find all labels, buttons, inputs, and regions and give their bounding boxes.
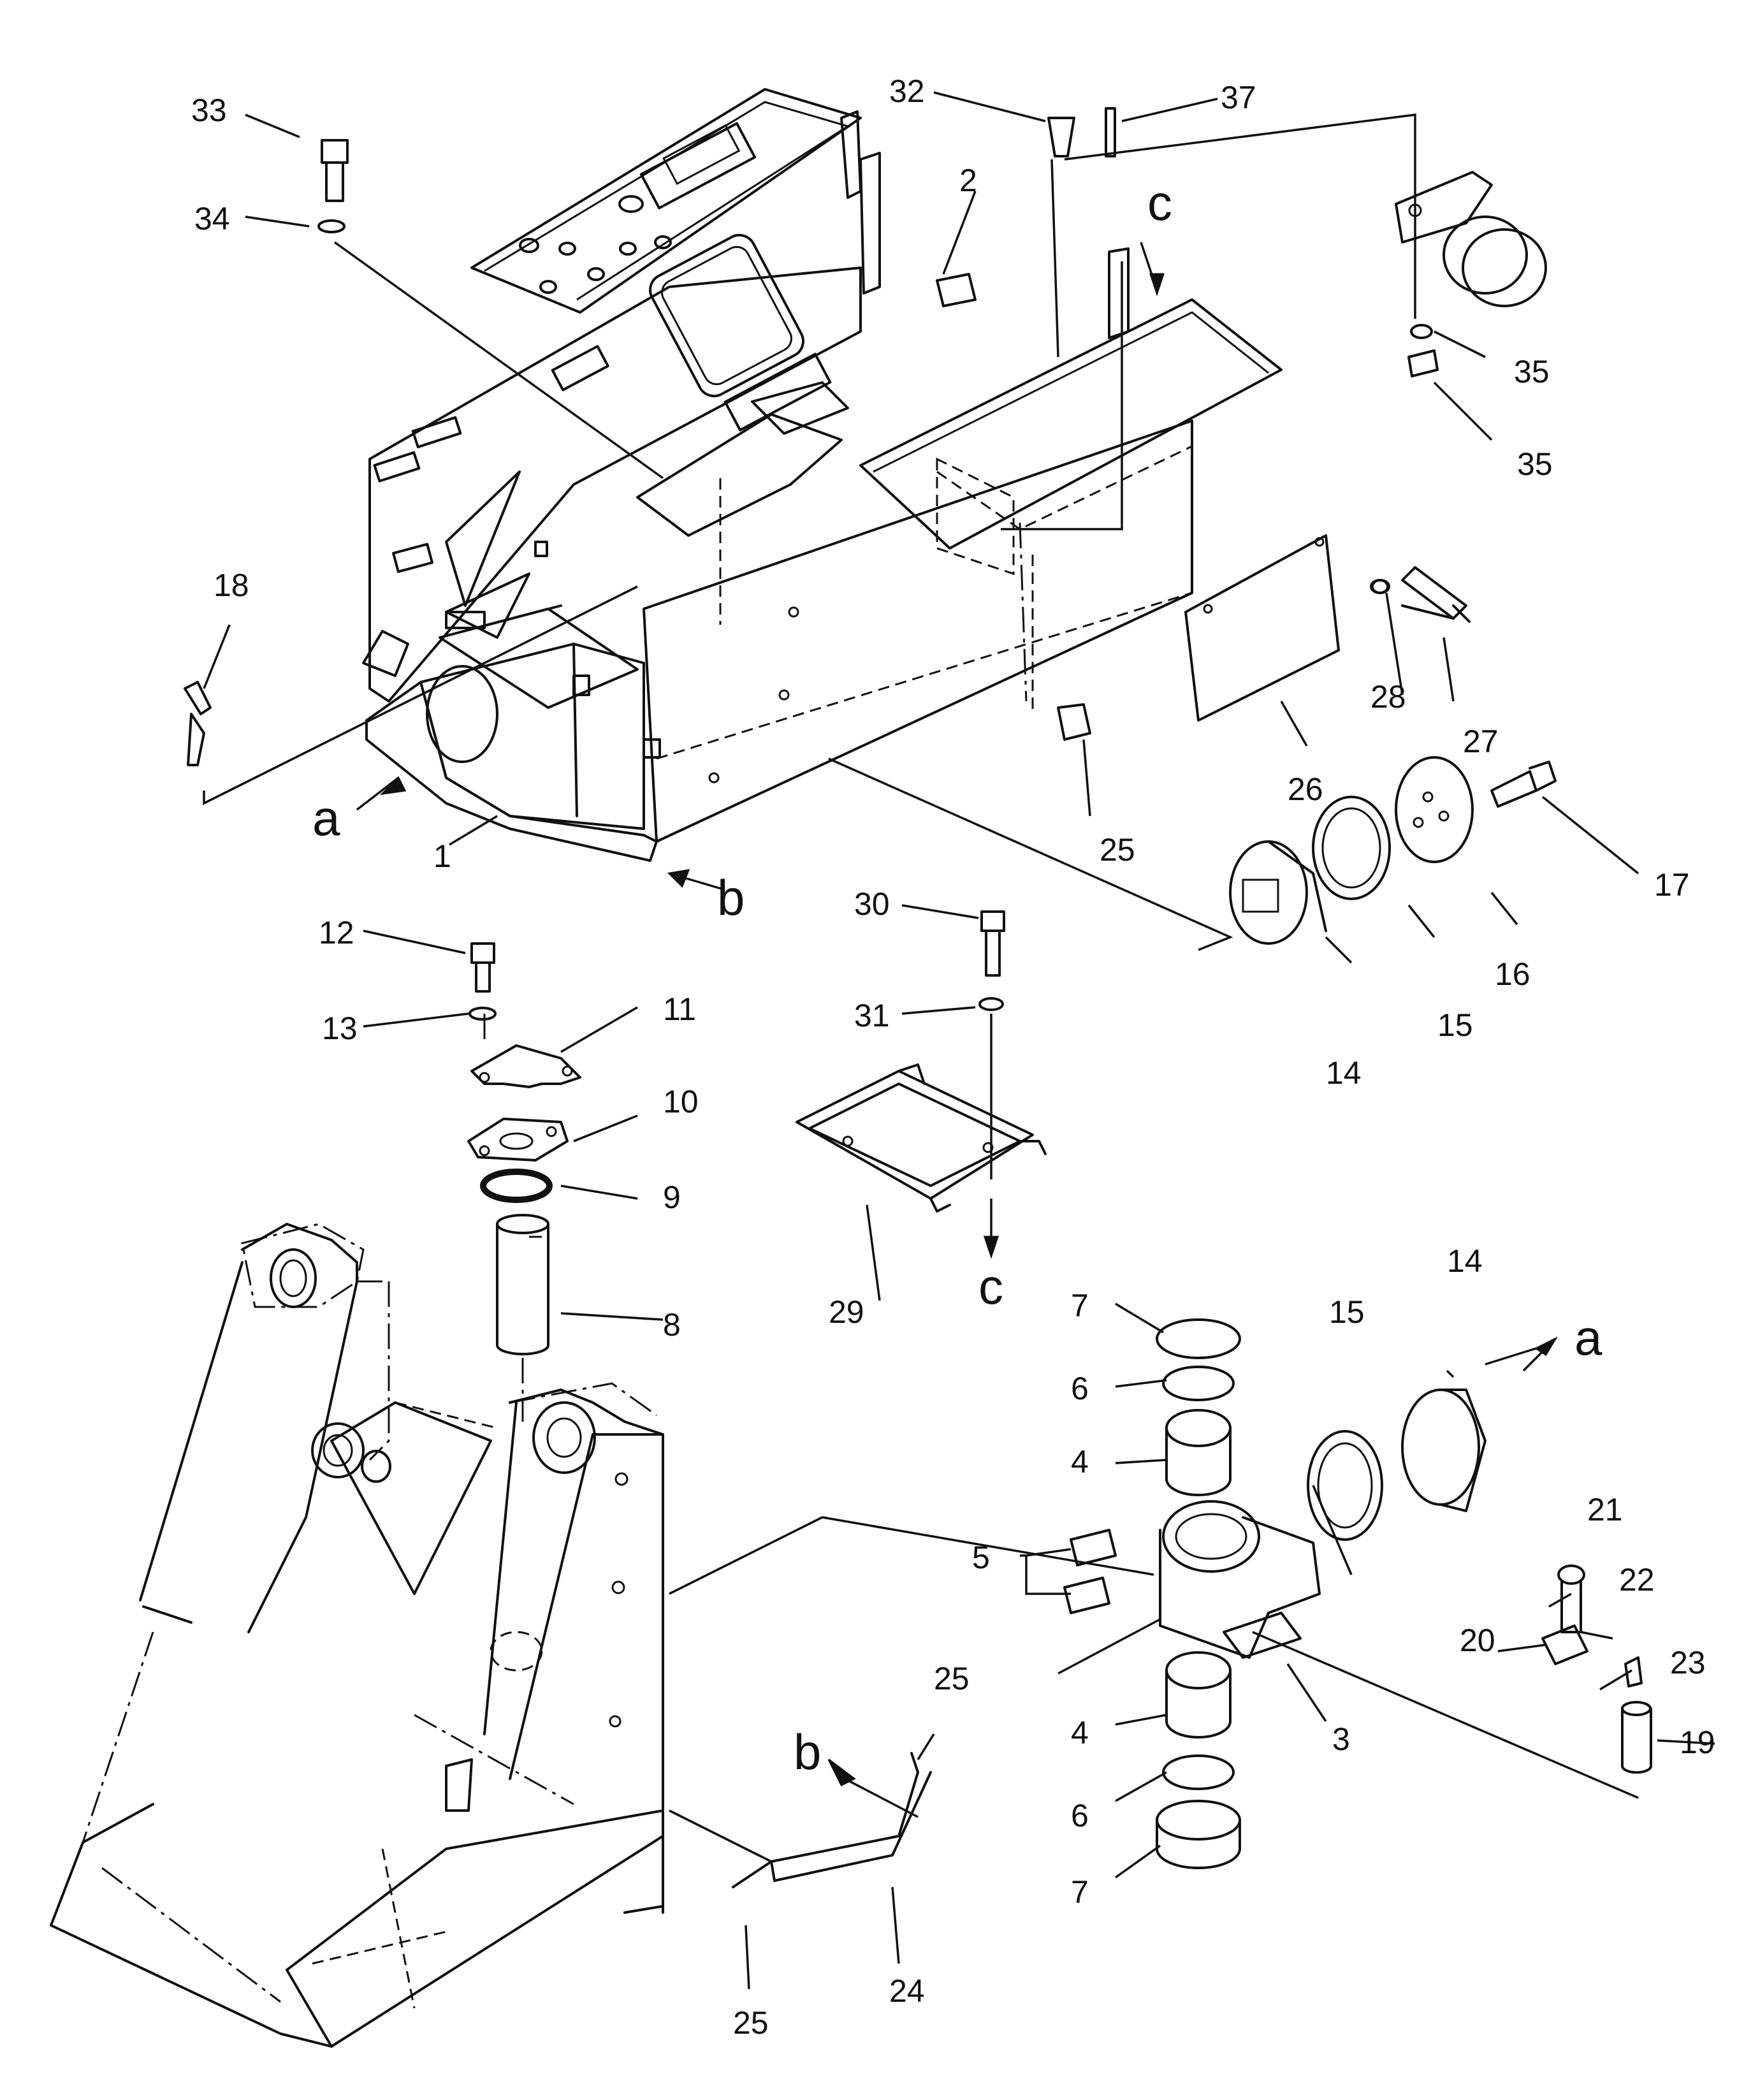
leader-lines — [203, 91, 1715, 1990]
view-letters: a a b b c c — [312, 175, 1603, 1780]
callout-15-a: 15 — [1437, 1007, 1473, 1043]
callout-3: 3 — [1332, 1721, 1350, 1757]
callout-25-b: 25 — [733, 2005, 769, 2041]
callout-23: 23 — [1670, 1645, 1706, 1681]
callout-24: 24 — [889, 1973, 925, 2009]
view-letter-b-2: b — [794, 1724, 821, 1780]
top-right-bracket — [184, 107, 1547, 766]
callout-18: 18 — [214, 567, 249, 603]
view-letter-a-2: a — [1574, 1309, 1603, 1366]
callout-4-b: 4 — [1071, 1715, 1089, 1751]
callout-16: 16 — [1495, 956, 1530, 992]
callout-26: 25 — [1100, 832, 1135, 868]
callout-30: 29 — [829, 1294, 864, 1330]
callout-34: 33 — [191, 92, 227, 128]
callout-22: 22 — [1619, 1562, 1655, 1598]
pin-assembly — [467, 942, 581, 1422]
view-letter-c-2: c — [978, 1258, 1003, 1315]
view-letter-c-1: c — [1147, 175, 1172, 231]
callout-35-a: 34 — [194, 201, 230, 237]
callout-33: 32 — [889, 73, 925, 109]
callout-35-b: 35 — [1514, 354, 1550, 390]
callout-1: 1 — [433, 838, 451, 874]
callout-13: 13 — [322, 1010, 358, 1046]
loader-tower — [50, 1223, 664, 2048]
view-letter-b-1: b — [717, 870, 745, 926]
callout-6-a: 6 — [1071, 1371, 1089, 1406]
view-letter-a-1: a — [312, 790, 340, 846]
callout-20: 20 — [1460, 1622, 1495, 1658]
callout-14-b: 14 — [1447, 1243, 1483, 1279]
callout-17: 17 — [1654, 867, 1690, 903]
callout-37: 37 — [1221, 80, 1256, 115]
callout-12: 12 — [319, 915, 354, 951]
callout-36: 35 — [1517, 446, 1553, 482]
callout-27: 26 — [1288, 771, 1323, 807]
pivot-housing — [732, 1318, 1652, 1888]
callout-15-b: 15 — [1329, 1294, 1365, 1330]
callout-10: 10 — [663, 1084, 699, 1119]
callout-6-b: 6 — [1071, 1798, 1089, 1834]
callout-8: 8 — [663, 1307, 681, 1343]
callout-5: 5 — [972, 1540, 990, 1575]
callout-2: 2 — [959, 163, 977, 198]
callout-labels: 33 34 32 37 2 35 35 18 1 25 26 28 27 17 … — [191, 73, 1715, 2041]
callout-31: 30 — [854, 886, 890, 922]
callout-32: 31 — [854, 998, 890, 1033]
main-frame — [362, 88, 1283, 862]
cover-plate — [796, 910, 1047, 1259]
callout-11: 11 — [663, 991, 696, 1027]
callout-9: 9 — [663, 1179, 681, 1215]
callout-29: 28 — [1370, 679, 1406, 715]
callout-21: 21 — [1587, 1492, 1623, 1528]
callout-14-a: 14 — [1326, 1055, 1362, 1091]
callout-25-a: 25 — [934, 1661, 970, 1696]
callout-7-a: 7 — [1071, 1288, 1089, 1323]
upper-cushion-group — [1184, 534, 1557, 945]
deck-bosses — [519, 195, 672, 294]
callout-7-b: 7 — [1071, 1874, 1089, 1910]
callout-19: 19 — [1680, 1724, 1715, 1760]
callout-28: 27 — [1463, 724, 1499, 759]
callout-4-a: 4 — [1071, 1444, 1089, 1480]
